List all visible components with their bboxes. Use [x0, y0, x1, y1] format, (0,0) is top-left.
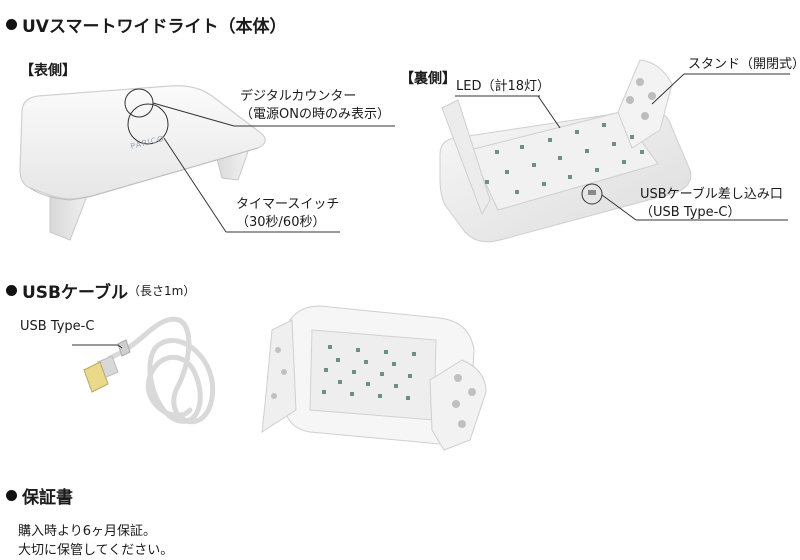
warranty-title: 保証書 [22, 488, 73, 508]
callout-timer-switch: タイマースイッチ （30秒/60秒） [236, 196, 339, 232]
usb-cable-image [72, 316, 216, 425]
warranty-heading: 保証書 [6, 483, 73, 508]
callout-circle-usb-port [581, 183, 603, 205]
main-unit-title: UVスマートワイドライト（本体） [22, 17, 287, 37]
main-unit-heading: UVスマートワイドライト（本体） [6, 12, 286, 37]
device-back-image [439, 59, 790, 243]
front-side-label: 【表側】 [20, 63, 76, 79]
callout-text: デジタルカウンター [240, 89, 357, 104]
type-c-label: USB Type-C [20, 319, 95, 334]
device-front-image [19, 85, 395, 241]
device-open-image [261, 305, 487, 451]
warranty-note: 購入時より6ヶ月保証。 大切に保管してください。 [18, 522, 173, 560]
usb-cable-heading: USBケーブル （長さ1m） [6, 278, 195, 303]
bullet-icon [6, 490, 17, 501]
callout-text: （電源ONの時のみ表示） [240, 107, 390, 122]
usb-cable-title: USBケーブル [22, 283, 128, 303]
bullet-icon [6, 19, 17, 30]
back-side-label: 【裏側】 [400, 71, 456, 87]
callout-text: （30秒/60秒） [236, 215, 326, 230]
callout-digital-counter: デジタルカウンター （電源ONの時のみ表示） [240, 88, 390, 124]
callout-text: USBケーブル差し込み口 [640, 187, 783, 202]
usb-cable-length: （長さ1m） [128, 284, 196, 298]
callout-usb-port: USBケーブル差し込み口 （USB Type-C） [640, 186, 783, 222]
warranty-line: 購入時より6ヶ月保証。 [18, 524, 157, 539]
callout-text: タイマースイッチ [236, 197, 340, 212]
callout-circle-timer [127, 103, 169, 145]
callout-led: LED（計18灯） [456, 79, 551, 94]
bullet-icon [6, 285, 17, 296]
warranty-line: 大切に保管してください。 [18, 543, 174, 558]
callout-stand: スタンド（開閉式） [688, 57, 800, 72]
callout-text: （USB Type-C） [640, 205, 741, 220]
